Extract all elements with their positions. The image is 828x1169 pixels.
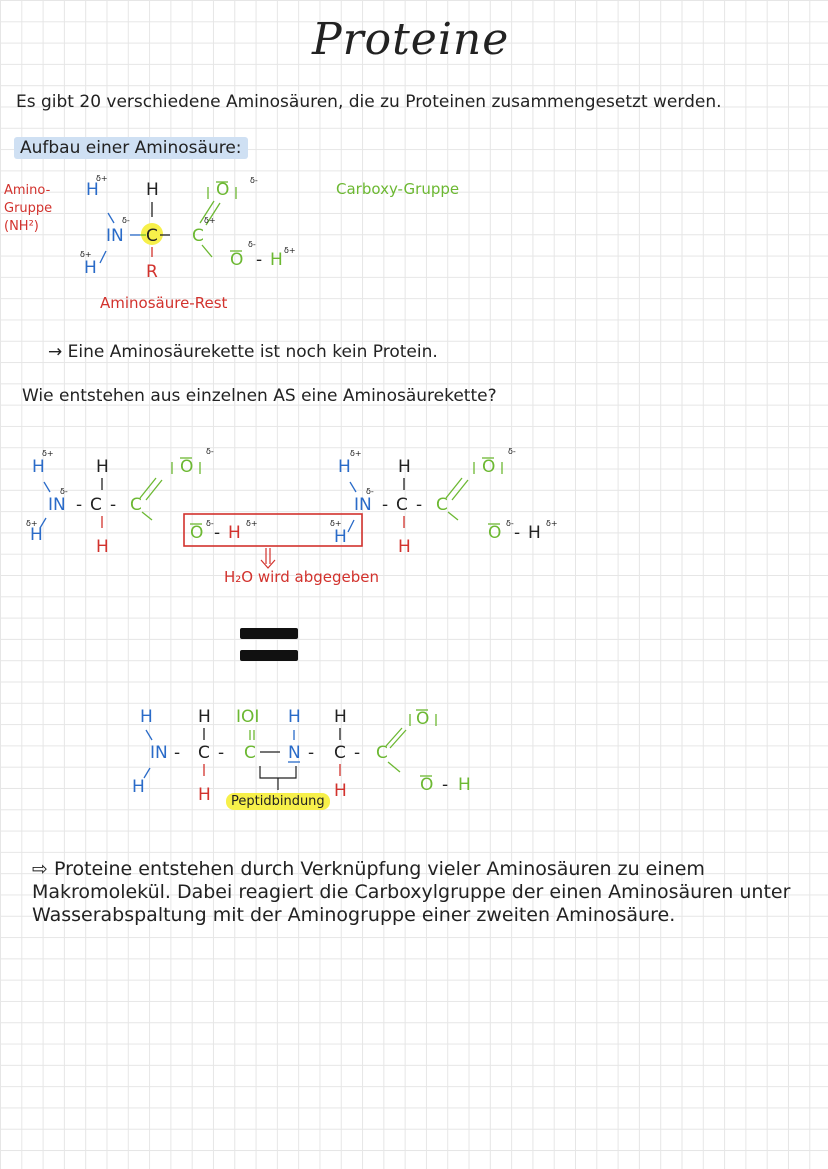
- svg-text:δ+: δ+: [96, 174, 108, 183]
- svg-text:H: H: [198, 785, 211, 805]
- svg-text:O: O: [482, 457, 495, 477]
- amino-acid-rest-label: Aminosäure-Rest: [100, 294, 228, 312]
- svg-text:IN: IN: [48, 495, 66, 515]
- svg-text:O: O: [488, 523, 501, 543]
- svg-text:-: -: [514, 523, 520, 543]
- svg-text:H: H: [338, 457, 351, 477]
- svg-text:H: H: [96, 457, 109, 477]
- peptide-bond-text: Peptidbindung: [226, 793, 330, 810]
- svg-text:C: C: [198, 743, 210, 763]
- svg-text:O: O: [190, 523, 203, 543]
- svg-text:C: C: [334, 743, 346, 763]
- svg-text:δ-: δ-: [508, 447, 516, 456]
- svg-text:H: H: [458, 775, 471, 795]
- svg-text:H: H: [528, 523, 541, 543]
- svg-text:C: C: [130, 495, 142, 515]
- svg-text:δ-: δ-: [206, 447, 214, 456]
- page-title: Proteine: [312, 14, 510, 65]
- svg-text:O: O: [230, 250, 243, 270]
- svg-text:C: C: [396, 495, 408, 515]
- section-heading: Aufbau einer Aminosäure:: [14, 137, 248, 159]
- question-text: Wie entstehen aus einzelnen AS eine Amin…: [22, 386, 497, 406]
- amino-group-label-line2: Gruppe: [4, 201, 53, 216]
- svg-text:δ+: δ+: [546, 519, 558, 528]
- svg-text:O: O: [216, 180, 229, 200]
- water-release-note: H₂O wird abgegeben: [224, 568, 379, 586]
- svg-text:H: H: [96, 537, 109, 557]
- svg-text:H: H: [198, 707, 211, 727]
- amino-group-label-line3: (NH²): [4, 219, 39, 234]
- svg-text:δ-: δ-: [506, 519, 514, 528]
- svg-text:IN: IN: [354, 495, 372, 515]
- svg-text:-: -: [110, 495, 116, 515]
- carboxy-group-label: Carboxy-Gruppe: [336, 180, 460, 198]
- svg-text:C: C: [146, 226, 158, 246]
- atom-h: H: [86, 180, 99, 200]
- svg-text:H: H: [334, 527, 347, 547]
- svg-text:δ-: δ-: [250, 176, 258, 185]
- equals-bar-bottom: [240, 650, 298, 661]
- svg-text:δ-: δ-: [366, 487, 374, 496]
- equals-bar-top: [240, 628, 298, 639]
- svg-text:δ-: δ-: [122, 216, 130, 225]
- svg-text:C: C: [90, 495, 102, 515]
- svg-text:δ+: δ+: [284, 246, 296, 255]
- svg-text:C: C: [376, 743, 388, 763]
- svg-text:IOI: IOI: [236, 707, 259, 727]
- svg-text:H: H: [32, 457, 45, 477]
- svg-text:-: -: [442, 775, 448, 795]
- svg-text:δ+: δ+: [350, 449, 362, 458]
- svg-text:H: H: [270, 250, 283, 270]
- svg-text:δ+: δ+: [80, 250, 92, 259]
- svg-text:C: C: [244, 743, 256, 763]
- svg-text:-: -: [76, 495, 82, 515]
- svg-text:IN: IN: [150, 743, 168, 763]
- svg-text:C: C: [192, 226, 204, 246]
- svg-text:-: -: [218, 743, 224, 763]
- svg-text:C: C: [436, 495, 448, 515]
- svg-text:H: H: [132, 777, 145, 797]
- svg-text:-: -: [174, 743, 180, 763]
- peptide-bond-label: Peptidbindung: [226, 793, 330, 810]
- svg-text:O: O: [416, 709, 429, 729]
- svg-text:O: O: [420, 775, 433, 795]
- svg-text:δ-: δ-: [206, 519, 214, 528]
- dipeptide-structure: H IN H - H C H - IOI C H N - H C H - C O: [132, 707, 471, 805]
- amino-group-label: Amino- Gruppe (NH²): [4, 182, 52, 236]
- svg-text:N: N: [288, 743, 301, 763]
- svg-text:δ-: δ-: [248, 240, 256, 249]
- intro-text: Es gibt 20 verschiedene Aminosäuren, die…: [16, 92, 722, 112]
- svg-text:O: O: [180, 457, 193, 477]
- amino-acid-structure: H δ+ H O δ- IN δ- C C δ+ O δ- - H δ+ H δ…: [80, 174, 296, 282]
- svg-text:-: -: [214, 523, 220, 543]
- svg-text:H: H: [30, 525, 43, 545]
- svg-text:δ+: δ+: [42, 449, 54, 458]
- svg-text:H: H: [398, 457, 411, 477]
- svg-text:-: -: [382, 495, 388, 515]
- svg-text:H: H: [288, 707, 301, 727]
- svg-text:-: -: [256, 250, 262, 270]
- svg-text:IN: IN: [106, 226, 124, 246]
- svg-text:H: H: [146, 180, 159, 200]
- svg-text:δ+: δ+: [26, 519, 38, 528]
- amino-group-label-line1: Amino-: [4, 183, 51, 198]
- svg-text:-: -: [416, 495, 422, 515]
- conclusion-text: ⇨ Proteine entstehen durch Verknüpfung v…: [32, 858, 791, 926]
- svg-text:-: -: [308, 743, 314, 763]
- svg-text:H: H: [84, 258, 97, 278]
- svg-text:H: H: [334, 707, 347, 727]
- svg-text:H: H: [398, 537, 411, 557]
- reaction-structure: H δ+ H IN δ- - C - C O δ- H δ+ H O δ- - …: [26, 447, 558, 569]
- svg-text:H: H: [140, 707, 153, 727]
- svg-text:-: -: [354, 743, 360, 763]
- svg-text:δ+: δ+: [330, 519, 342, 528]
- section-heading-label: Aufbau einer Aminosäure:: [14, 137, 248, 159]
- svg-text:δ+: δ+: [204, 216, 216, 225]
- svg-text:H: H: [334, 781, 347, 801]
- svg-text:H: H: [228, 523, 241, 543]
- svg-text:δ-: δ-: [60, 487, 68, 496]
- not-protein-note: → Eine Aminosäurekette ist noch kein Pro…: [48, 342, 438, 362]
- svg-text:R: R: [146, 262, 158, 282]
- svg-text:δ+: δ+: [246, 519, 258, 528]
